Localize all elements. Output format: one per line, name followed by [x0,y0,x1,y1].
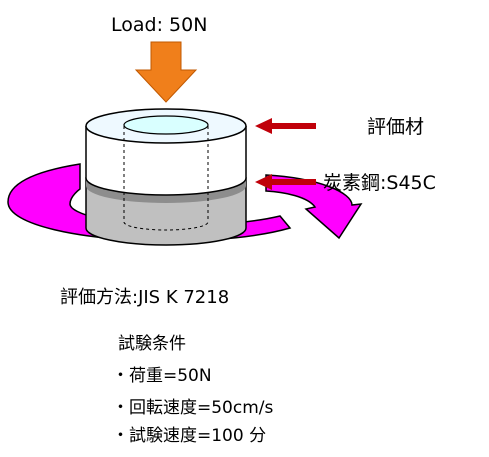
condition-duration: ・試験速度=100 分 [112,426,267,446]
load-arrow-icon [134,41,198,103]
sample-cylinder [85,108,247,196]
steel-pointer-arrow-icon [255,174,316,190]
condition-load: ・荷重=50N [112,366,212,386]
material-pointer-arrow-icon [255,118,316,134]
load-label: Load: 50N [111,14,208,36]
material-label: 評価材 [367,116,425,138]
steel-label: 炭素鋼:S45C [323,172,436,194]
hidden-bore-lines [123,126,209,231]
steel-counterface [85,177,247,246]
condition-speed: ・回転速度=50cm/s [112,398,274,418]
conditions-title: 試験条件 [118,334,186,354]
method-label: 評価方法:JIS K 7218 [60,287,230,308]
